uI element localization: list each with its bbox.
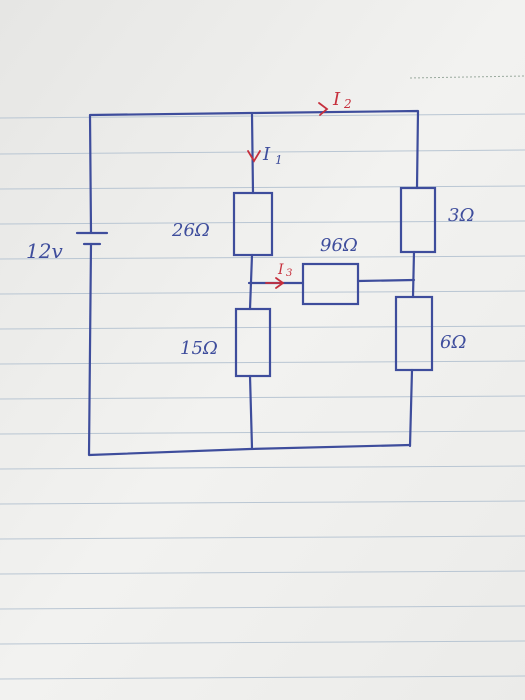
bridge-wire-right — [356, 278, 416, 283]
battery-label: 12v — [26, 239, 63, 263]
resistor-label-3: 3Ω — [448, 205, 474, 226]
left-wire — [87, 242, 412, 457]
left-branch-top-wire — [250, 112, 255, 195]
resistor-label-96: 96Ω — [320, 235, 358, 256]
current-i2-label: I — [332, 89, 341, 110]
resistor-3-ohm — [399, 186, 437, 254]
ruled-lines — [0, 75, 525, 680]
left-branch-bottom-wire — [248, 374, 254, 450]
current-i1-label: I — [262, 144, 271, 165]
current-i3-label: I — [277, 262, 284, 278]
current-i3-annotation: I 3 — [265, 262, 292, 289]
resistor-15-ohm — [234, 307, 272, 378]
current-i1-arrow-icon — [247, 150, 261, 163]
resistor-label-26: 26Ω — [171, 220, 210, 241]
right-branch-bottom-wire — [408, 368, 414, 448]
battery-symbol — [75, 231, 109, 246]
current-i3-arrow-icon — [275, 277, 285, 289]
resistor-96-ohm — [301, 262, 360, 306]
right-branch-mid-wire — [411, 250, 416, 299]
current-i2-arrow-icon — [318, 102, 329, 116]
resistor-6-ohm — [394, 295, 434, 372]
top-wire — [88, 109, 420, 234]
circuit-wires — [87, 109, 420, 457]
resistor-label-15: 15Ω — [180, 338, 218, 359]
current-i3-subscript: 3 — [286, 268, 292, 279]
current-i2-annotation: I 2 — [318, 89, 352, 116]
resistor-26-ohm — [232, 191, 274, 257]
current-i1-subscript: 1 — [275, 153, 283, 167]
current-i2-subscript: 2 — [343, 97, 352, 111]
resistor-label-6: 6Ω — [440, 332, 466, 353]
current-i1-annotation: I 1 — [247, 144, 283, 167]
